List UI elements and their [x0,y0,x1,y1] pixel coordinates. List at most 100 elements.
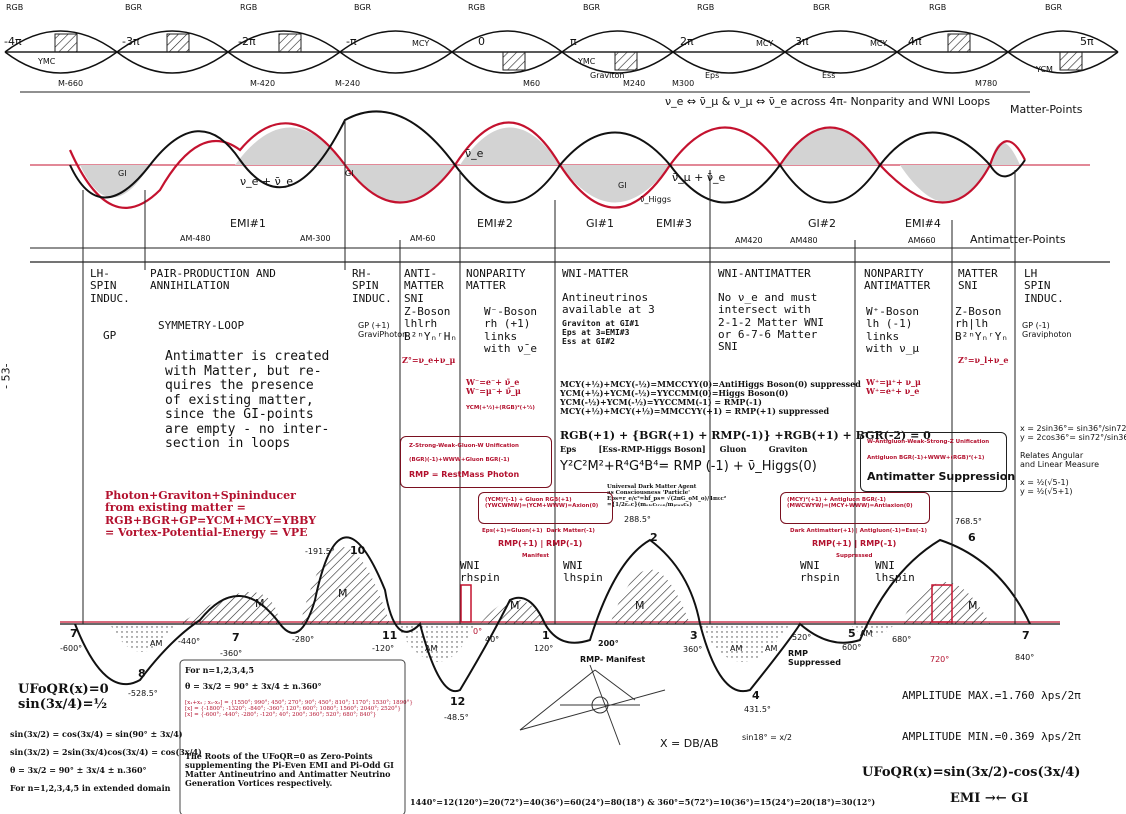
wni-label: WNI rhspin [800,559,840,585]
top-cell-hatch [1059,51,1083,71]
red-marker-box [460,584,472,623]
vertical-connectors [82,120,1016,624]
loop-letter: AM [150,639,163,648]
column-sub: GP [103,329,117,342]
point-deg: 720° [930,655,950,664]
pi-label: -2π [238,35,256,48]
roots-paragraph: The Roots of the UFoQR=0 as Zero-Points … [185,751,394,788]
n-box-rows: [x₁+x₂ ; x₁-x₂] = {1550°; 990°; 450°; 27… [185,700,413,719]
rmp-manifest: RMP(+1) | RMP(-1) [498,539,583,548]
unification-box-right: W-Antigluon-Weak-Strong-Z Unification An… [860,432,1015,492]
amplitude-max: AMPLITUDE MAX.=1.760 λps/2π [902,689,1081,702]
rmp-suppressed: RMP(+1) | RMP(-1) [812,539,897,548]
pi-label: 5π [1080,35,1094,48]
z-left-eq: Z°=ν_e+ν_μ [402,355,456,365]
point-deg: -280° [292,635,315,644]
emi-gi: EMI →← GI [950,791,1029,806]
column-title: MATTER SNI [958,267,998,293]
roots-box [179,659,406,814]
matter-points-label: Matter-Points [1010,103,1083,116]
rgb-label: BGR [125,3,143,12]
column-sub: Z-Boson rh|lh B²ⁿYₙʳYₙ [955,305,1008,343]
z-right-eq: Z°=ν_l+ν_e [958,355,1009,365]
red-marker-box [931,584,953,623]
loop-fill [300,547,390,624]
manifest: Manifest [522,553,550,559]
wni-label: WNI lhspin [563,559,603,585]
column-sub: W⁻-Boson rh (+1) links with ν̄_e [484,305,537,355]
column-sub: W⁺-Boson lh (-1) links with ν_μ [866,305,919,355]
matter-marker: M780 [975,79,998,88]
amplitude-min: AMPLITUDE MIN.=0.369 λps/2π [902,730,1081,743]
point-num: 3 [690,629,698,642]
bottom-equation: 1440°=12(120°)=20(72°)=40(36°)=60(24°)=8… [410,797,876,807]
point-num: 7 [1022,629,1030,642]
point-deg: -528.5° [128,689,158,698]
loop-letter: AM [730,644,743,653]
rgb-label: BGR [583,3,601,12]
point-deg: 360° [683,645,703,654]
column-title: ANTI- MATTER SNI [404,267,444,305]
loop-fill [110,624,175,652]
emi-label: EMI#3 [656,217,692,230]
box-eq: (BGR)(-1)+WWW+Gluon BGR(-1) [409,457,510,463]
page-number: - 53- [0,363,13,389]
point-deg: 288.5° [624,515,651,524]
column-title: WNI-MATTER [562,267,629,280]
axion-text: (YCM)²(-1) + Gluon RGB(+1) (YWCWMW)=(YCM… [485,497,599,510]
loop-letter: M [635,599,645,612]
wave-shade [80,127,1020,203]
black-wave [69,110,1026,204]
matter-marker: M300 [672,79,695,88]
lower-curve [74,536,1031,693]
cell-label: YCM [1036,65,1053,74]
point-deg: -360° [220,649,243,658]
point-deg: -48.5° [444,713,469,722]
mcy-equations: MCY(+½)+MCY(-½)=MMCCYY(0)=AntiHiggs Boso… [560,379,861,416]
loop-fill [480,599,545,624]
axion-box: (YCM)²(-1) + Gluon RGB(+1) (YWCWMW)=(YCM… [478,492,613,524]
emi-label: EMI#1 [230,217,266,230]
pi-label: -π [346,35,357,48]
emi-label: EMI#4 [905,217,941,230]
column-title: NONPARITY MATTER [466,267,526,293]
column-sub: SYMMETRY-LOOP [158,319,245,332]
wave-label: ν̄_Higgs [640,195,672,204]
loop-letter: AM [860,629,873,638]
loop-letter: M [510,599,520,612]
dark-antimatter: Dark Antimatter(+1) | Antigluon(-1)=Ess(… [790,528,927,534]
ufoqr-right: UFoQR(x)=sin(3x/2)-cos(3x/4) [862,765,1081,780]
point-num: 4 [752,689,760,702]
top-band [4,30,1119,74]
column-sub: GP (+1) GraviPhoton [358,321,408,339]
column-sub: No ν_e and must intersect with 2-1-2 Mat… [718,291,824,354]
antiaxion-text: (MCY)²(+1) + Antigluon BGR(-1) (MWCWYW)=… [787,497,913,510]
antimatter-marker: AM-300 [300,234,331,243]
loop-letter: M [255,597,265,610]
loop-letter: M [338,587,348,600]
cell-label: YMC [578,57,596,66]
top-cell-hatch [614,51,638,71]
top-cell-hatch [278,33,302,53]
column-title: LH- SPIN INDUC. [90,267,130,305]
box-eq: Antigluon BGR(-1)+WWW+(RGB)²(+1) [867,455,985,461]
point-deg: 431.5° [744,705,771,714]
loop-fill [850,624,895,637]
ufoqr-left: UFoQR(x)=0 sin(3x/4)=½ [18,682,109,712]
pi-label: 2π [680,35,694,48]
wni-label: WNI rhspin [460,559,500,585]
point-num: 2 [650,531,658,544]
point-num: 7 [232,631,240,644]
point-num: 12 [450,695,466,708]
point-deg: -191.5° [305,547,335,556]
pi-label: 3π [795,35,809,48]
triangle-eq2: sin18° = x/2 [742,733,792,742]
top-wave-lower [4,30,1119,74]
triangle-eq: X = DB/AB [660,737,719,750]
n-box-title: For n=1,2,3,4,5 [185,665,255,675]
point-deg: 768.5° [955,517,982,526]
cell-label: MCY [870,39,888,48]
point-deg: -120° [372,644,395,653]
column-title: RH- SPIN INDUC. [352,267,392,305]
